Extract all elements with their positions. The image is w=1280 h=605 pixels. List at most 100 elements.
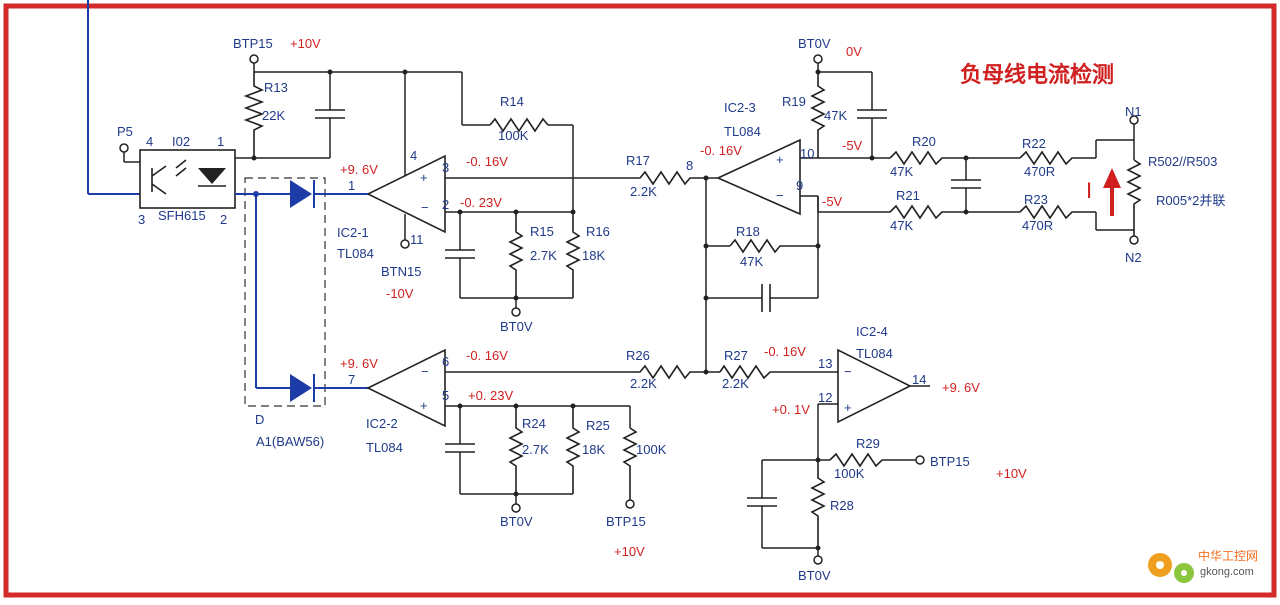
r19-resistor	[810, 72, 826, 158]
r18-resistor	[729, 238, 818, 254]
ic2-1-in3-voltage: -0. 16V	[466, 154, 508, 169]
ic2-4-pin13: 13	[818, 356, 832, 371]
gkong-watermark-logo	[1148, 553, 1194, 583]
r18-value: 47K	[740, 254, 763, 269]
diagram-title: 负母线电流检测	[960, 62, 1114, 88]
r17-value: 2.2K	[630, 184, 657, 199]
r100k-resistor	[622, 427, 638, 500]
r17-resistor	[620, 170, 706, 186]
r24-label: R24	[522, 416, 546, 431]
r20-resistor	[889, 150, 1020, 166]
r19-value: 47K	[824, 108, 847, 123]
ic2-2-in6-voltage: -0. 16V	[466, 348, 508, 363]
r26-value: 2.2K	[630, 376, 657, 391]
svg-text:−: −	[844, 364, 852, 379]
btp15-2-label: BTP15	[606, 514, 646, 529]
btp15-2-voltage: +10V	[614, 544, 645, 559]
r20-label: R20	[912, 134, 936, 149]
n1-label: N1	[1125, 104, 1142, 119]
ic2-1-in2-voltage: -0. 23V	[460, 195, 502, 210]
r24-value: 2.7K	[522, 442, 549, 457]
diode-package-outline	[244, 177, 326, 407]
ic2-2-in5-voltage: +0. 23V	[468, 388, 514, 403]
r27-node-voltage: -0. 16V	[764, 344, 806, 359]
p5-label: P5	[117, 124, 133, 139]
r14-label: R14	[500, 94, 524, 109]
r16-label: R16	[586, 224, 610, 239]
ic2-1-label: IC2-1	[337, 225, 369, 240]
ic2-1-pin3: 3	[442, 160, 449, 175]
ic2-3-opamp	[716, 138, 801, 216]
r14-resistor	[489, 117, 549, 133]
io2-pin2: 2	[220, 212, 227, 227]
svg-text:−: −	[421, 200, 429, 215]
diode-lower	[290, 374, 312, 402]
r25-resistor	[565, 406, 581, 494]
r13-value: 22K	[262, 108, 285, 123]
btp15-3-voltage: +10V	[996, 466, 1027, 481]
ic2-2-vcc: +9. 6V	[340, 356, 378, 371]
bt0v-top-label: BT0V	[798, 36, 831, 51]
r15-value: 2.7K	[530, 248, 557, 263]
ic2-4-pin14: 14	[912, 372, 926, 387]
r13-label: R13	[264, 80, 288, 95]
ic2-1-pin2: 2	[442, 197, 449, 212]
bt0v-top-voltage: 0V	[846, 44, 862, 59]
diode-d-label: D	[255, 412, 264, 427]
r29-value: 100K	[834, 466, 865, 481]
bt0v-1-label: BT0V	[500, 319, 533, 334]
ic2-2-opamp	[366, 348, 446, 428]
ic2-4-part: TL084	[856, 346, 893, 361]
ic2-2-pin7: 7	[348, 372, 355, 387]
r23-label: R23	[1024, 192, 1048, 207]
ic2-3-pin8: 8	[686, 158, 693, 173]
r21-value: 47K	[890, 218, 913, 233]
svg-text:+: +	[776, 152, 784, 167]
btp15-top-voltage: +10V	[290, 36, 321, 51]
r21-label: R21	[896, 188, 920, 203]
r14-value: 100K	[498, 128, 529, 143]
r27-label: R27	[724, 348, 748, 363]
io2-pin1: 1	[217, 134, 224, 149]
r26-label: R26	[626, 348, 650, 363]
io2-part: SFH615	[158, 208, 206, 223]
r24-resistor	[508, 406, 524, 494]
ic2-2-pin6: 6	[442, 354, 449, 369]
ic2-3-label: IC2-3	[724, 100, 756, 115]
r13-resistor	[243, 72, 265, 158]
r23-resistor	[1019, 204, 1096, 220]
r20-value: 47K	[890, 164, 913, 179]
r26-resistor	[620, 364, 720, 380]
diode-upper	[290, 180, 312, 208]
ic2-1-opamp	[366, 154, 446, 234]
r29-label: R29	[856, 436, 880, 451]
io2-label: I02	[172, 134, 190, 149]
ic2-3-in-voltage: -0. 16V	[700, 143, 742, 158]
r29-resistor	[829, 452, 916, 468]
r25-label: R25	[586, 418, 610, 433]
r15-label: R15	[530, 224, 554, 239]
ic2-3-part: TL084	[724, 124, 761, 139]
svg-text:−: −	[421, 364, 429, 379]
ic2-4-out-voltage: +9. 6V	[942, 380, 980, 395]
r17-label: R17	[626, 153, 650, 168]
bt0v-3-label: BT0V	[798, 568, 831, 583]
ic2-3-pin10: 10	[800, 146, 814, 161]
r27-value: 2.2K	[722, 376, 749, 391]
ic2-3-pin9-voltage: -5V	[822, 194, 843, 209]
watermark-url: gkong.com	[1200, 566, 1254, 578]
ic2-2-pin5: 5	[442, 388, 449, 403]
r23-value: 470R	[1022, 218, 1053, 233]
ic2-4-pin12-voltage: +0. 1V	[772, 402, 810, 417]
shunt-resistor	[1126, 159, 1142, 236]
watermark-site: 中华工控网	[1198, 548, 1258, 563]
r100k-value: 100K	[636, 442, 667, 457]
r005-label: R005*2并联	[1156, 193, 1225, 208]
svg-text:−: −	[776, 188, 784, 203]
ic2-1-pin4: 4	[410, 148, 417, 163]
ic2-1-part: TL084	[337, 246, 374, 261]
r25-value: 18K	[582, 442, 605, 457]
r28-label: R28	[830, 498, 854, 513]
